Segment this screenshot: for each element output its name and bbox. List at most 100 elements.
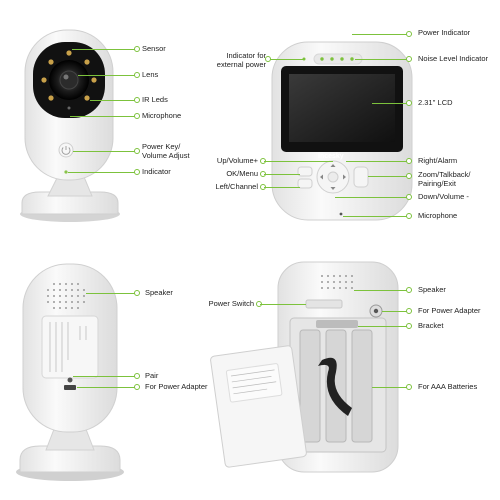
leader-noise-level	[355, 59, 408, 60]
ok-menu-key	[297, 166, 313, 177]
dot-bracket	[406, 323, 412, 329]
label-down-volume: Down/Volume -	[418, 192, 469, 201]
dot-lcd	[406, 100, 412, 106]
monitor-mic-hole	[339, 212, 343, 216]
label-zoom-line1: Zoom/Talkback/	[418, 170, 471, 179]
camera-speaker-grille	[47, 283, 85, 309]
leader-pair	[73, 376, 137, 377]
leader-external-power	[268, 59, 304, 60]
leader-power-indicator	[352, 34, 408, 35]
camera-back	[16, 263, 124, 481]
label-power-switch: Power Switch	[208, 299, 254, 308]
monitor-front: incesky	[271, 41, 413, 221]
label-up-volume: Up/Volume+	[216, 156, 258, 165]
leader-monitor-power-adapter	[382, 311, 408, 312]
leader-left-channel	[264, 187, 300, 188]
lcd-screen	[289, 74, 395, 142]
label-aaa-batteries: For AAA Batteries	[418, 382, 478, 391]
camera-spec-label	[41, 315, 99, 379]
pair-button	[67, 377, 73, 383]
dot-lens	[134, 72, 140, 78]
label-power-key-line1: Power Key/	[142, 142, 181, 151]
dot-camera-power-adapter	[134, 384, 140, 390]
indicator-led	[64, 170, 68, 174]
label-ir-leds: IR Leds	[142, 95, 168, 104]
label-power-key: Power Key/ Volume Adjust	[142, 142, 190, 160]
ir-leds	[41, 50, 97, 101]
dot-zoom	[406, 173, 412, 179]
monitor-back	[210, 261, 399, 473]
label-lens: Lens	[142, 70, 159, 79]
leader-right-alarm	[346, 161, 408, 162]
dot-right-alarm	[406, 158, 412, 164]
label-right-alarm: Right/Alarm	[418, 156, 458, 165]
left-key	[297, 178, 313, 189]
dot-aaa-batteries	[406, 384, 412, 390]
dot-microphone	[134, 113, 140, 119]
bracket	[316, 320, 358, 328]
dot-sensor	[134, 46, 140, 52]
leader-sensor	[72, 49, 137, 50]
dot-monitor-microphone	[406, 213, 412, 219]
leader-ir-leds	[90, 100, 137, 101]
label-monitor-speaker: Speaker	[418, 285, 446, 294]
label-zoom: Zoom/Talkback/ Pairing/Exit	[418, 170, 471, 188]
leader-monitor-microphone	[343, 216, 408, 217]
label-external-power-line2: external power	[216, 59, 266, 69]
label-camera-power-adapter: For Power Adapter	[145, 382, 208, 391]
microphone-hole	[67, 106, 71, 110]
leader-aaa-batteries	[372, 387, 408, 388]
label-left-channel: Left/Channel	[215, 182, 258, 191]
leader-ok-menu	[264, 174, 300, 175]
label-external-power-line1: Indicator for	[226, 51, 266, 60]
label-power-key-line2: Volume Adjust	[142, 150, 190, 160]
label-pair: Pair	[145, 371, 159, 380]
dot-power-indicator	[406, 31, 412, 37]
dot-monitor-speaker	[406, 287, 412, 293]
leader-bracket	[358, 326, 408, 327]
label-microphone: Microphone	[142, 111, 182, 120]
dot-ir-leds	[134, 97, 140, 103]
dot-power-key	[134, 148, 140, 154]
label-power-indicator: Power Indicator	[418, 28, 471, 37]
label-camera-speaker: Speaker	[145, 288, 173, 297]
power-switch	[305, 299, 343, 309]
dot-external-power	[265, 56, 271, 62]
leader-camera-power-adapter	[77, 387, 137, 388]
label-zoom-line2: Pairing/Exit	[418, 178, 456, 188]
camera-power-port	[64, 385, 76, 390]
leader-power-key	[73, 151, 137, 152]
dot-monitor-power-adapter	[406, 308, 412, 314]
zoom-key	[353, 166, 369, 188]
label-monitor-microphone: Microphone	[418, 211, 458, 220]
label-monitor-power-adapter: For Power Adapter	[418, 306, 481, 315]
leader-monitor-speaker	[354, 290, 408, 291]
label-ok-menu: OK/Menu	[226, 169, 258, 178]
label-external-power: Indicator for external power	[206, 51, 266, 69]
dot-pair	[134, 373, 140, 379]
dot-indicator	[134, 169, 140, 175]
battery-door	[210, 345, 307, 468]
leader-indicator	[68, 172, 137, 173]
leader-camera-speaker	[86, 293, 137, 294]
dot-noise-level	[406, 56, 412, 62]
ribbon-strap	[318, 357, 352, 416]
leader-microphone	[70, 116, 137, 117]
label-indicator: Indicator	[142, 167, 171, 176]
label-bracket: Bracket	[418, 321, 444, 330]
dot-down-volume	[406, 194, 412, 200]
leader-zoom	[368, 176, 408, 177]
aaa-battery-slots	[299, 329, 373, 443]
monitor-speaker-grille	[321, 275, 353, 289]
leader-up-volume	[264, 161, 333, 162]
camera-front	[20, 29, 120, 222]
leader-lcd	[372, 103, 408, 104]
label-lcd: 2.31'' LCD	[418, 98, 453, 107]
leader-lens	[78, 75, 137, 76]
dot-camera-speaker	[134, 290, 140, 296]
label-noise-level: Noise Level Indicator	[418, 54, 489, 63]
label-sensor: Sensor	[142, 44, 166, 53]
leader-power-switch	[260, 304, 306, 305]
brand-logo: incesky	[318, 153, 344, 160]
